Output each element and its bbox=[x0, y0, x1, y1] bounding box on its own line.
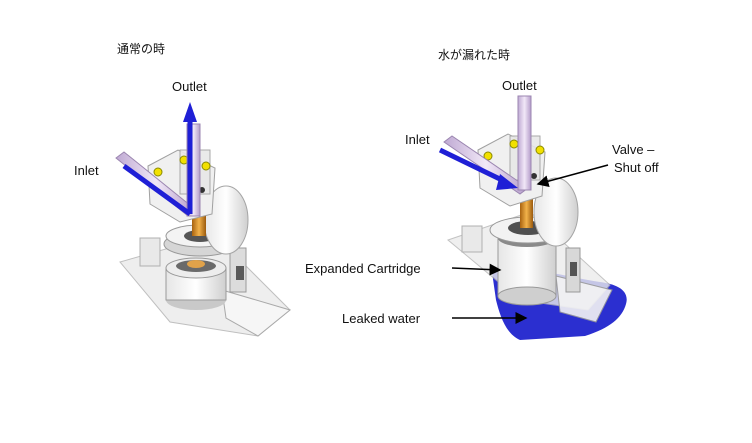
expanded-cartridge-label: Expanded Cartridge bbox=[305, 261, 421, 276]
valve-label-line1: Valve – bbox=[612, 142, 655, 157]
left-inlet-label: Inlet bbox=[74, 163, 99, 178]
left-device bbox=[115, 102, 292, 337]
right-device bbox=[438, 95, 627, 340]
right-inlet-label: Inlet bbox=[405, 132, 430, 147]
leaked-water-label: Leaked water bbox=[342, 311, 421, 326]
left-panel-title: 通常の時 bbox=[117, 42, 166, 56]
right-panel-title: 水が漏れた時 bbox=[438, 48, 511, 62]
left-outlet-label: Outlet bbox=[172, 79, 207, 94]
valve-label-line2: Shut off bbox=[614, 160, 659, 175]
callout-arrows bbox=[451, 164, 609, 324]
right-outlet-label: Outlet bbox=[502, 78, 537, 93]
